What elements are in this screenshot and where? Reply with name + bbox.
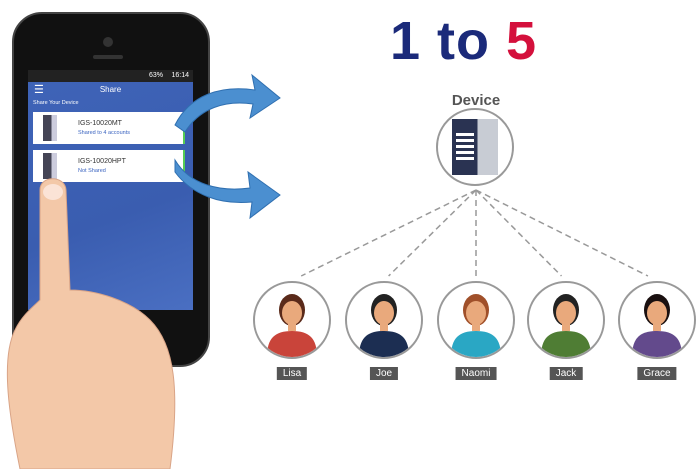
user-name-label: Naomi	[455, 367, 497, 380]
device-name: IGS-10020HPT	[78, 158, 126, 165]
share-links	[300, 189, 649, 277]
network-switch-icon	[452, 119, 498, 175]
switch-icon	[43, 153, 57, 179]
app-title: Share	[99, 85, 122, 94]
user-name-label: Joe	[369, 367, 399, 380]
share-link-line	[300, 189, 477, 277]
hand-illustration	[6, 178, 176, 469]
section-label: Share Your Device	[33, 100, 79, 106]
arrow-icon	[174, 73, 281, 220]
share-link-line	[475, 189, 563, 277]
share-link-line	[475, 189, 649, 277]
device-card[interactable]: IGS-10020MT Shared to 4 accounts	[33, 112, 185, 144]
camera-icon	[103, 37, 113, 47]
user-name-label: Grace	[637, 367, 677, 380]
speaker-grille	[93, 55, 123, 59]
headline: 1 to 5	[390, 10, 537, 72]
headline-part-2: 5	[506, 11, 538, 71]
user-name-label: Lisa	[276, 367, 308, 380]
status-bar: 63% 16:14	[28, 70, 193, 82]
clock: 16:14	[171, 72, 189, 79]
user-name-label: Jack	[549, 367, 583, 380]
app-bar: ☰ Share	[28, 82, 193, 98]
device-name: IGS-10020MT	[78, 120, 122, 127]
menu-icon[interactable]: ☰	[34, 84, 44, 96]
switch-icon	[43, 115, 57, 141]
share-link-line	[388, 189, 477, 277]
device-circle	[436, 108, 514, 186]
headline-part-1: 1 to	[390, 11, 507, 71]
device-card[interactable]: IGS-10020HPT Not Shared	[33, 150, 185, 182]
user-avatar	[345, 281, 423, 359]
device-status: Shared to 4 accounts	[78, 130, 130, 136]
user-avatar	[437, 281, 515, 359]
device-label: Device	[451, 92, 501, 109]
device-status: Not Shared	[78, 168, 106, 174]
user-avatar	[618, 281, 696, 359]
battery-level: 63%	[148, 72, 163, 79]
user-avatar	[253, 281, 331, 359]
user-avatar	[527, 281, 605, 359]
